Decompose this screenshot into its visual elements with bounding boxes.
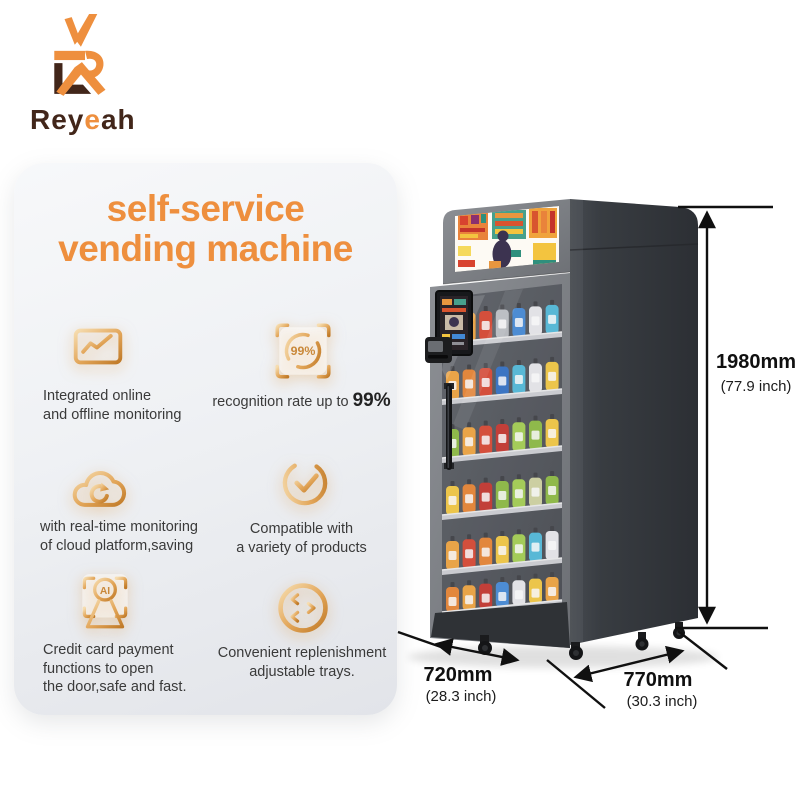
feature-highlight: 99% [352,390,391,411]
feature-text-replenish: Convenient replenishment adjustable tray… [192,644,412,681]
bottle [462,422,476,457]
depth-inches: (28.3 inch) [426,688,497,705]
bottle [512,474,526,509]
feature-text-cloud: with real-time monitoring of cloud platf… [40,518,198,555]
ai-person-scan-icon: AI [82,574,128,629]
bottle [495,530,509,565]
bottle [479,305,493,340]
width-inches: (30.3 inch) [627,693,698,710]
card-reader [425,337,452,363]
door-bottom-panel [431,602,570,648]
feature-line: Compatible with [249,521,354,537]
feature-line: recognition rate up to [212,394,353,410]
bottle [512,529,526,564]
brand-text-accent: e [84,104,101,135]
title-line-2: vending machine [58,228,353,269]
depth-dimension: 720mm (28.3 inch) [397,630,606,709]
feature-line: and offline monitoring [43,406,182,423]
icon-label-ai: AI [100,586,110,597]
logo-mark-icon [54,14,106,96]
bottle [446,535,459,570]
bottle [495,418,509,453]
brand-wordmark: Reyeah [30,104,170,136]
bottle [545,470,559,505]
bottle [479,578,493,609]
feature-text-recognition: recognition rate up to 99% [204,390,399,412]
recognition-scan-icon: 99% [275,323,331,379]
cabinet-side [569,199,699,645]
features-panel: self-service vending machine Integrated … [14,163,397,715]
bottle [495,475,509,510]
feature-line: the door,safe and fast. [43,679,187,695]
icon-label-99: 99% [291,344,316,358]
feature-line: adjustable trays. [249,663,355,680]
height-value: 1980mm [716,351,796,373]
feature-line: with real-time monitoring [40,519,198,535]
bottle [529,415,542,450]
bottle [545,525,559,560]
feature-text-compatible: Compatible with a variety of products [204,520,399,557]
replenish-arrows-icon [278,583,328,633]
title-line-1: self-service [106,188,305,229]
page-title: self-service vending machine [14,189,397,269]
caster-wheel [569,642,583,660]
bottle [462,580,476,611]
feature-line: of cloud platform,saving [40,537,194,554]
shelf [442,503,562,520]
bottle [529,527,542,562]
caster-wheel [635,632,649,651]
bottle [512,575,526,606]
bottle [479,420,493,455]
feature-line: a variety of products [236,539,367,556]
bottle [529,472,542,507]
height-inches: (77.9 inch) [721,378,792,395]
bottle [545,571,559,602]
shelf [442,558,562,575]
bottle [479,532,493,567]
advertising-screen [455,206,559,272]
bottle [529,301,542,336]
bottle [495,304,509,339]
feature-text-monitoring: Integrated online and offline monitoring [43,387,181,424]
cloud-sync-icon [72,471,127,507]
depth-value: 720mm [424,664,493,686]
bottle [512,417,526,452]
bottle [529,358,542,393]
feature-line: Convenient replenishment [217,645,387,661]
bottle [462,479,476,514]
bottle [545,299,559,334]
bottle [495,576,509,607]
monitor-chart-icon [73,328,123,374]
bottle [495,361,509,396]
feature-line: Credit card payment [43,642,174,658]
top-screen-section [442,199,571,285]
brand-logo: Reyeah [30,14,170,136]
check-circle-icon [282,460,328,506]
glass-door [430,273,570,648]
bottle [512,302,526,337]
feature-line: functions to open [43,660,154,677]
bottle [529,573,542,604]
bottle [545,413,559,448]
vending-machine-illustration: 1980mm (77.9 inch) 720mm (28.3 inch) 770… [397,199,796,710]
shelf [442,446,562,463]
width-value: 770mm [624,669,693,691]
brand-text-post: ah [100,104,136,135]
bottle [462,534,476,569]
bottle [462,364,476,399]
bottle [512,359,526,394]
door-handle [444,383,454,470]
feature-line: Integrated online [43,388,152,404]
brand-text-pre: Rey [30,104,85,135]
bottle [479,362,493,397]
bottle [479,477,493,512]
shelf [442,389,562,405]
bottle [446,581,459,612]
bottle [545,356,559,391]
bottle [446,480,459,515]
height-dimension: 1980mm (77.9 inch) [675,205,796,630]
feature-text-payment: Credit card payment functions to open th… [43,641,187,697]
width-dimension: 770mm (30.3 inch) [573,630,728,710]
